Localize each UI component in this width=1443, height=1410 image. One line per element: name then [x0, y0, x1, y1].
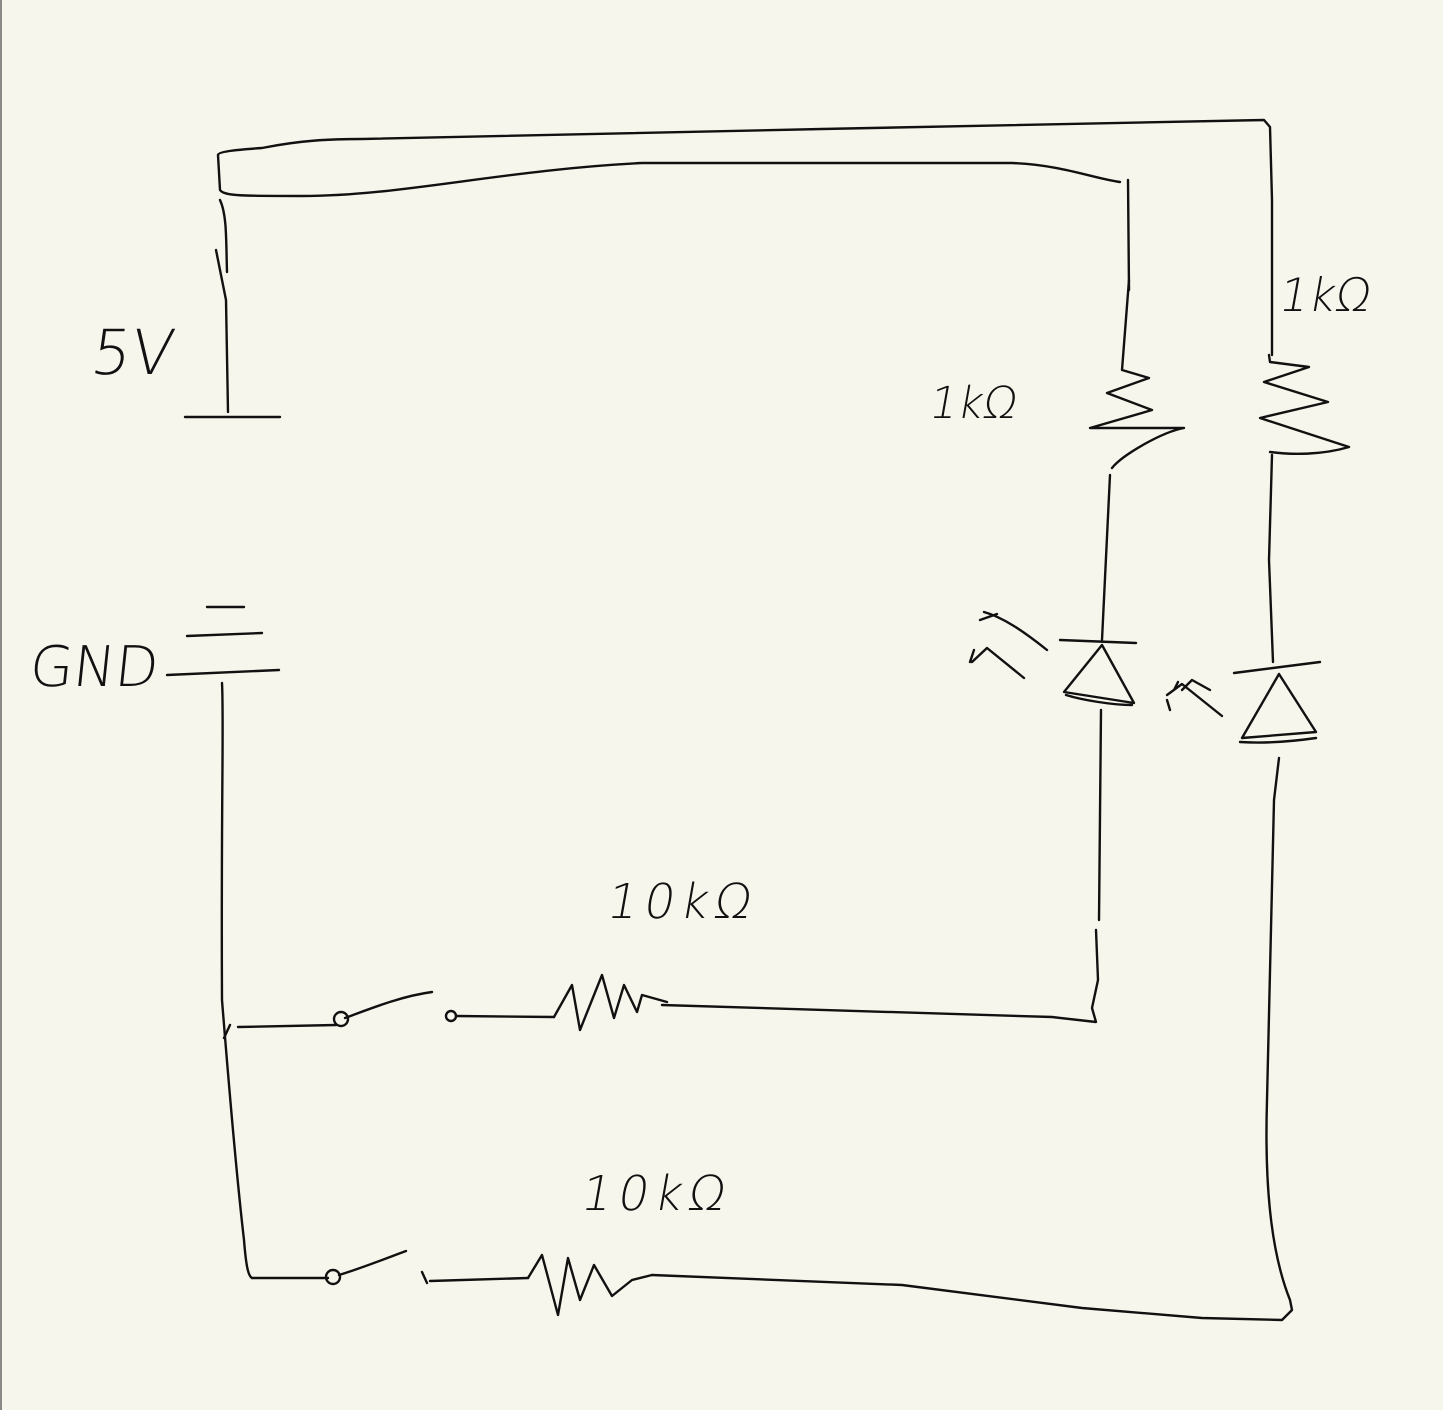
resistor-label-switch-2: 10kΩ — [577, 1166, 737, 1222]
wire-gnd-tap — [222, 1023, 232, 1040]
switch1-lever — [343, 990, 434, 1020]
resistor-10kohm-1 — [552, 973, 669, 1032]
wire-switch2-resistor — [428, 1276, 530, 1283]
wire-r2-led — [1267, 453, 1275, 664]
led-2-light-arrows — [1165, 678, 1224, 718]
switch2-lever — [337, 1249, 408, 1277]
battery-plate — [214, 248, 230, 414]
wire-led2-return — [650, 756, 1294, 1322]
wire-r1-top — [1126, 178, 1131, 292]
ground-line-2 — [185, 631, 264, 638]
supply-voltage-label: 5V — [86, 316, 180, 389]
switch1-contact-left — [332, 1010, 350, 1028]
resistor-1kohm-2 — [1258, 353, 1351, 456]
resistor-label-led-1: 1kΩ — [925, 378, 1022, 429]
wire-5v-stub — [218, 198, 229, 274]
ground-line-3 — [165, 668, 281, 677]
switch2-contact-left — [324, 1268, 342, 1286]
wire-branch1-left — [236, 1023, 338, 1029]
resistor-1kohm-1 — [1088, 278, 1186, 470]
wire-led1-return — [660, 708, 1103, 1024]
resistor-label-led-2: 1kΩ — [1275, 268, 1376, 322]
led-1-light-arrows — [968, 610, 1049, 680]
switch1-contact-right — [444, 1009, 458, 1023]
led-1 — [1058, 638, 1138, 707]
led-2 — [1232, 660, 1322, 744]
wire-r1-led — [1100, 473, 1112, 642]
wire-top-inner — [216, 153, 1122, 198]
wire-gnd-rail — [220, 681, 254, 1280]
wire-switch1-resistor — [454, 1014, 556, 1019]
resistor-10kohm-2 — [526, 1253, 654, 1317]
wire-top-outer — [216, 118, 1274, 357]
switch2-contact-right — [420, 1270, 429, 1285]
ground-label: GND — [26, 635, 162, 700]
resistor-label-switch-1: 10kΩ — [603, 874, 763, 930]
